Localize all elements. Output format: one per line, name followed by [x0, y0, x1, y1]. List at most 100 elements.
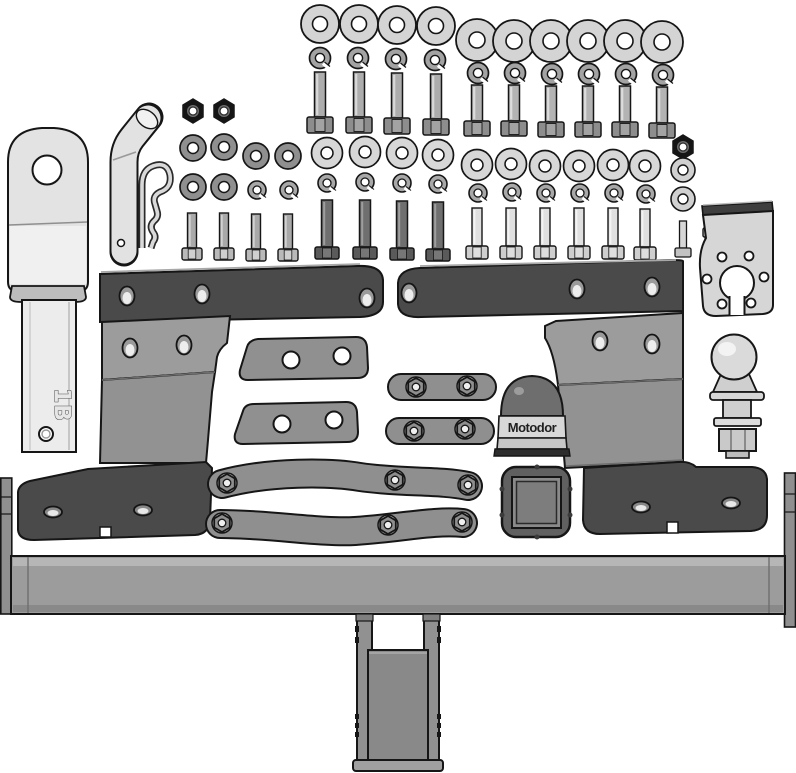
hex-nut — [213, 98, 235, 124]
hex-bolt — [425, 201, 451, 262]
hex-bolt — [610, 84, 640, 139]
flat-washer — [528, 149, 562, 183]
link-plate-upper — [238, 335, 370, 382]
flat-washer — [492, 19, 536, 63]
flat-washer — [670, 157, 696, 183]
hex-bolt — [277, 213, 299, 262]
hex-bolt — [421, 72, 451, 137]
receiver-inner-plate — [367, 649, 429, 763]
bracket-hole — [643, 276, 661, 298]
hex-bolt — [633, 208, 657, 261]
side-bracket-left — [17, 263, 384, 542]
flat-washer — [242, 142, 270, 170]
bracket-hole — [118, 285, 136, 307]
hitch-pin — [109, 102, 164, 267]
hex-bolt — [305, 70, 335, 135]
strap-nut — [377, 514, 399, 536]
bracket-hole — [121, 337, 139, 359]
hex-bolt — [344, 70, 374, 135]
flat-washer — [421, 138, 455, 172]
strap-nut — [384, 469, 406, 491]
receiver-base-plate — [352, 759, 444, 772]
bracket-hole — [175, 334, 193, 356]
spring-washer — [576, 61, 602, 87]
towing-eye-shank: 1B — [7, 127, 89, 453]
spring-washer — [354, 171, 376, 194]
bracket-notch — [666, 521, 679, 534]
r-clip — [138, 161, 174, 250]
flat-washer — [640, 20, 684, 64]
strap-nut — [451, 511, 473, 533]
hex-bolt — [533, 207, 557, 260]
flat-washer — [455, 18, 499, 62]
spring-washer — [569, 182, 591, 205]
flat-washer — [377, 5, 417, 45]
spring-washer — [635, 183, 657, 206]
cap-brand-text: Motodor — [508, 420, 557, 435]
bracket-hole — [568, 278, 586, 300]
hex-bolt — [352, 199, 378, 260]
spring-washer — [650, 62, 676, 88]
hex-bolt — [465, 207, 489, 260]
ball-cover-cap: Motodor — [493, 374, 571, 457]
spring-washer — [539, 61, 565, 87]
hex-bolt — [647, 85, 677, 140]
flat-washer — [210, 133, 238, 161]
bracket-hole — [43, 505, 63, 519]
bracket-hole — [133, 503, 153, 517]
crossmember-beam — [0, 472, 796, 628]
flat-washer — [529, 19, 573, 63]
bracket-hole — [400, 282, 418, 304]
spring-washer — [246, 179, 268, 202]
middle-bolt-row — [181, 199, 724, 262]
hex-bolt — [245, 213, 267, 262]
hex-bolt — [499, 207, 523, 260]
tow-ball — [709, 333, 765, 459]
hex-bolt — [674, 220, 692, 258]
flat-washer — [562, 149, 596, 183]
bracket-hole — [193, 283, 211, 305]
spring-washer — [467, 182, 489, 205]
receiver-tube-opening — [499, 464, 573, 540]
bracket-hole — [591, 330, 609, 352]
flat-washer — [179, 134, 207, 162]
beam-end-plate-right — [783, 472, 796, 628]
spring-washer — [391, 172, 413, 195]
flat-washer — [339, 4, 379, 44]
hex-bolt — [462, 83, 492, 138]
weld-nut — [405, 376, 427, 398]
flat-washer — [416, 6, 456, 46]
spring-washer — [535, 182, 557, 205]
spring-washer — [316, 172, 338, 195]
strap-nut — [216, 472, 238, 494]
hex-nut — [672, 134, 694, 160]
weld-nut — [454, 418, 476, 440]
spring-washer — [603, 182, 625, 205]
black-nut-pair — [182, 98, 235, 124]
spring-washer — [465, 60, 491, 86]
flat-washer — [628, 149, 662, 183]
bracket-notch — [99, 526, 112, 538]
spring-washer — [502, 60, 528, 86]
flat-washer — [210, 173, 238, 201]
bracket-hole — [643, 333, 661, 355]
spring-washer — [345, 45, 371, 71]
left-washer-group — [179, 133, 302, 202]
spring-washer — [501, 181, 523, 204]
spring-washer — [427, 173, 449, 196]
flat-washer — [566, 19, 610, 63]
flat-washer — [494, 147, 528, 181]
flat-washer — [596, 148, 630, 182]
bracket-hole — [358, 287, 376, 309]
spring-washer — [307, 45, 333, 71]
hex-bolt — [181, 212, 203, 261]
hex-bolt — [499, 83, 529, 138]
nut-plate-upper — [387, 373, 497, 401]
hex-bolt — [389, 200, 415, 261]
hex-bolt — [382, 71, 412, 136]
spring-washer — [613, 61, 639, 87]
beam-end-plate-left — [0, 477, 13, 615]
hex-bolt — [567, 207, 591, 260]
spring-washer — [383, 46, 409, 72]
flat-washer — [670, 186, 696, 212]
